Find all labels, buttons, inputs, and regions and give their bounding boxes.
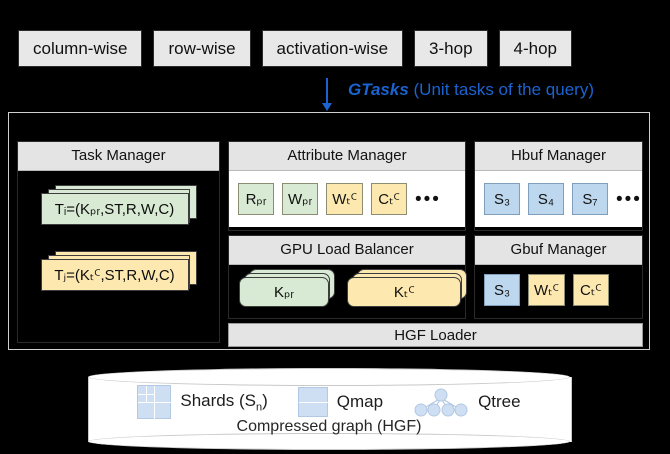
gbuf-chip-s3[interactable]: S₃ — [484, 274, 520, 306]
hbuf-overflow-ellipsis: ••• — [616, 188, 642, 210]
legend-item-qmap: Qmap — [297, 387, 384, 417]
query-type-toolbar: column-wise row-wise activation-wise 3-h… — [0, 22, 670, 74]
panel-gbuf-manager: Gbuf Manager S₃ Wₜꟲ Cₜꟲ — [474, 235, 643, 319]
query-type-button-activation-wise[interactable]: activation-wise — [261, 29, 404, 67]
query-type-button-column-wise[interactable]: column-wise — [18, 29, 143, 67]
storage-legend: Shards (Sn) Qmap — [88, 384, 570, 420]
compressed-graph-caption: Compressed graph (HGF) — [236, 418, 422, 435]
query-type-button-4-hop[interactable]: 4-hop — [498, 29, 573, 67]
legend-item-qtree: Qtree — [413, 386, 521, 418]
attribute-chip-ctc[interactable]: Cₜꟲ — [370, 183, 407, 215]
attribute-chip-wtc[interactable]: Wₜꟲ — [326, 183, 363, 215]
panel-hbuf-manager: Hbuf Manager S₃ S₄ S₇ ••• — [474, 141, 643, 231]
gbuf-chip-ctc[interactable]: Cₜꟲ — [572, 274, 609, 306]
hbuf-manager-body: S₃ S₄ S₇ ••• — [475, 171, 642, 227]
gtasks-label: GTasks (Unit tasks of the query) — [348, 80, 594, 100]
qtree-icon — [413, 386, 469, 418]
cylinder-bottom-ellipse — [88, 433, 570, 450]
task-manager-body: Tᵢ=(Kₚᵣ,ST,R,W,C) Tⱼ=(Kₜꟲ,ST,R,W,C) — [18, 171, 219, 339]
attribute-manager-body: Rₚᵣ Wₚᵣ Wₜꟲ Cₜꟲ ••• — [229, 171, 465, 227]
gtasks-annotation: GTasks (Unit tasks of the query) — [0, 78, 670, 111]
task-card-stack-tj[interactable]: Tⱼ=(Kₜꟲ,ST,R,W,C) — [40, 251, 197, 291]
panel-gpu-load-balancer: GPU Load Balancer Kₚᵣ Kₜꟲ — [228, 235, 468, 319]
attribute-manager-title: Attribute Manager — [229, 142, 465, 171]
gbuf-manager-title: Gbuf Manager — [475, 236, 642, 265]
panel-attribute-manager: Attribute Manager Rₚᵣ Wₚᵣ Wₜꟲ Cₜꟲ ••• — [228, 141, 466, 231]
task-card-stack-ti[interactable]: Tᵢ=(Kₚᵣ,ST,R,W,C) — [40, 185, 197, 225]
hbuf-chip-s3[interactable]: S₃ — [484, 183, 520, 215]
cylinder-top-ellipse — [88, 368, 570, 386]
hbuf-manager-title: Hbuf Manager — [475, 142, 642, 171]
gbuf-manager-body: S₃ Wₜꟲ Cₜꟲ — [475, 265, 642, 315]
runtime-container: Task Manager Tᵢ=(Kₚᵣ,ST,R,W,C) Tⱼ=(Kₜꟲ,S… — [8, 112, 650, 350]
task-card-label-tj: Tⱼ=(Kₜꟲ,ST,R,W,C) — [40, 259, 189, 291]
hbuf-chip-s7[interactable]: S₇ — [572, 183, 608, 215]
query-type-button-row-wise[interactable]: row-wise — [153, 29, 251, 67]
legend-label-qtree: Qtree — [478, 392, 521, 411]
kernel-stack-ktc[interactable]: Kₜꟲ — [347, 269, 468, 311]
hgf-loader-bar[interactable]: HGF Loader — [228, 323, 643, 347]
legend-label-shards: Shards (Sn) — [180, 390, 268, 414]
down-arrow-icon — [322, 78, 332, 111]
gtasks-caption: (Unit tasks of the query) — [408, 80, 594, 99]
qmap-icon — [297, 387, 329, 417]
task-manager-title: Task Manager — [18, 142, 219, 171]
legend-item-shards: Shards (Sn) — [137, 385, 268, 420]
legend-label-qmap: Qmap — [336, 392, 384, 411]
attribute-overflow-ellipsis: ••• — [414, 188, 441, 210]
shards-icon — [137, 385, 173, 420]
query-type-button-3-hop[interactable]: 3-hop — [414, 29, 488, 67]
gpu-load-balancer-title: GPU Load Balancer — [229, 236, 465, 265]
gtasks-emphasis: GTasks — [348, 80, 409, 99]
panel-task-manager: Task Manager Tᵢ=(Kₚᵣ,ST,R,W,C) Tⱼ=(Kₜꟲ,S… — [17, 141, 220, 343]
hbuf-chip-s4[interactable]: S₄ — [528, 183, 564, 215]
attribute-chip-wpr[interactable]: Wₚᵣ — [282, 183, 319, 215]
kernel-label-ktc: Kₜꟲ — [347, 277, 462, 307]
compressed-graph-cylinder: Shards (Sn) Qmap — [88, 368, 572, 450]
gpu-load-balancer-body: Kₚᵣ Kₜꟲ — [229, 265, 468, 315]
task-card-label-ti: Tᵢ=(Kₚᵣ,ST,R,W,C) — [40, 193, 189, 225]
kernel-label-kpr: Kₚᵣ — [239, 277, 329, 307]
kernel-stack-kpr[interactable]: Kₚᵣ — [239, 269, 335, 311]
attribute-chip-rpr[interactable]: Rₚᵣ — [238, 183, 274, 215]
gbuf-chip-wtc[interactable]: Wₜꟲ — [528, 274, 565, 306]
